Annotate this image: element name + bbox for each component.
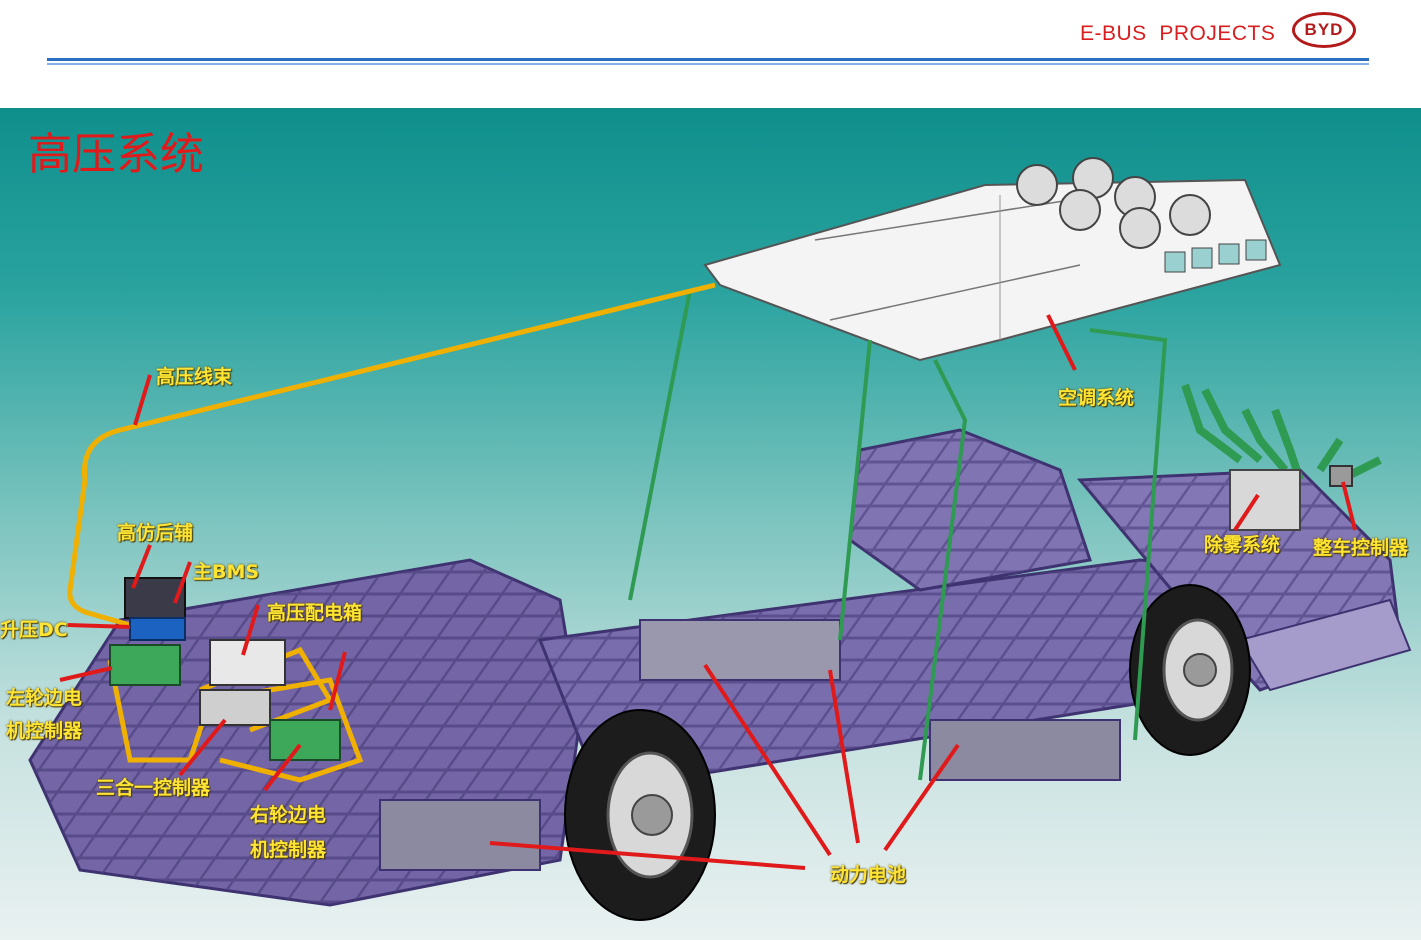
aircon-seam [829, 264, 1081, 321]
front-wheel-hub [1183, 653, 1217, 687]
leader-harness [133, 374, 152, 426]
leader-pdu [241, 604, 260, 656]
fan [1059, 189, 1101, 231]
harness-roof-line [67, 282, 716, 628]
defog-unit [1229, 469, 1301, 531]
label-left-motor-2: 机控制器 [6, 720, 83, 742]
label-main-bms: 主BMS [193, 561, 260, 583]
label-defog: 除雾系统 [1204, 534, 1281, 556]
battery-box [929, 719, 1121, 781]
label-vcu: 整车控制器 [1313, 537, 1409, 559]
header-title: E-BUS PROJECTS [1080, 22, 1276, 45]
frame-front-platform [1238, 598, 1412, 692]
battery-boxes [379, 619, 1121, 871]
leader-main-bms [173, 561, 192, 604]
logo-text: BYD [1304, 20, 1344, 39]
leader-vcu [1341, 481, 1357, 531]
label-three-in-one: 三合一控制器 [96, 777, 211, 799]
label-battery: 动力电池 [830, 864, 907, 886]
leader-right-motor [263, 743, 302, 792]
leader-left-motor [59, 666, 113, 682]
leader-pdu-2 [328, 651, 347, 711]
green-cable [918, 359, 968, 781]
section-title: 高压系统 [28, 129, 204, 180]
byd-logo: BYD [1292, 12, 1356, 48]
aircon-seam [814, 199, 1071, 241]
header-rule-bottom [47, 63, 1369, 65]
label-pdu: 高压配电箱 [267, 602, 363, 624]
green-cable [838, 339, 872, 641]
vcu-box [1329, 465, 1353, 487]
aircon-vents [1164, 239, 1267, 273]
green-cable [628, 289, 692, 601]
leader-battery-1 [489, 841, 806, 870]
label-aircon: 空调系统 [1058, 387, 1135, 409]
leader-battery-2 [703, 663, 832, 857]
label-boost-dc: 升压DC [0, 619, 68, 641]
defog-pipe [1201, 388, 1263, 464]
label-left-motor-1: 左轮边电 [6, 687, 83, 709]
boost-dc-box [129, 617, 186, 641]
leader-aux [131, 544, 152, 589]
fan [1016, 164, 1058, 206]
leader-three-in-one [178, 718, 227, 777]
label-hv-harness: 高压线束 [156, 366, 233, 388]
leader-lines [59, 314, 1357, 870]
battery-box [639, 619, 841, 681]
three-in-one-box [199, 689, 271, 726]
leader-defog [1233, 493, 1260, 532]
label-right-motor-2: 机控制器 [250, 839, 327, 861]
battery-box [379, 799, 541, 871]
right-motor-box [269, 719, 341, 761]
defog-pipe [1241, 408, 1289, 473]
label-right-motor-1: 右轮边电 [250, 804, 327, 826]
frame-mid-body-grid [540, 560, 1270, 790]
fan [1119, 207, 1161, 249]
leader-aircon [1046, 314, 1077, 371]
rear-wheel-hub [631, 794, 673, 836]
label-aux: 高仿后辅 [117, 522, 194, 544]
rear-components [109, 577, 341, 761]
header-rule-top [47, 58, 1369, 61]
left-motor-box [109, 644, 181, 686]
leader-battery-4 [883, 743, 960, 852]
aircon-unit [703, 157, 1282, 362]
header: E-BUS PROJECTS BYD [0, 0, 1421, 108]
leader-battery-3 [828, 669, 860, 844]
wheels [564, 584, 1251, 921]
green-cables [628, 289, 1168, 781]
aircon-fans [1016, 157, 1211, 249]
defog-pipe [1181, 383, 1243, 464]
defog-pipe [1316, 437, 1344, 473]
fan [1169, 194, 1211, 236]
frame-rear-cage-grid [850, 430, 1090, 590]
green-cable [1089, 328, 1168, 741]
leader-boost-dc [67, 623, 131, 629]
